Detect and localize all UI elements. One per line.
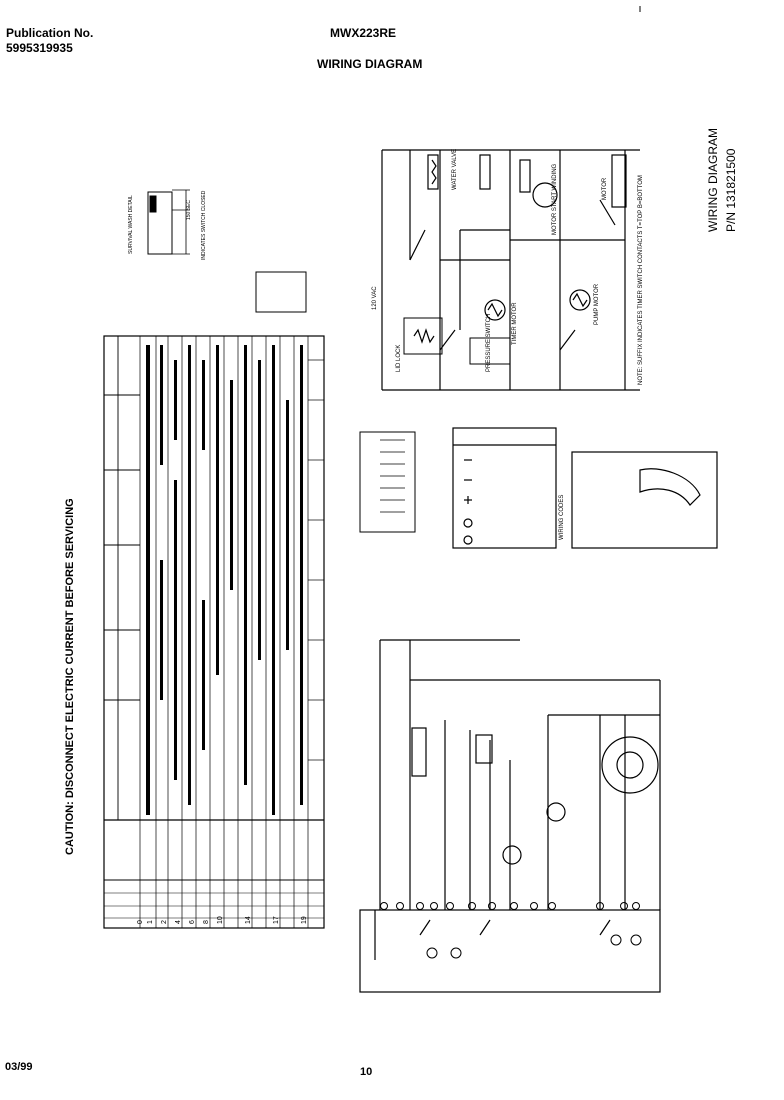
timer-sequence-chart <box>103 335 325 929</box>
svg-text:19: 19 <box>301 916 308 924</box>
svg-text:1: 1 <box>147 920 154 924</box>
survival-wash-detail <box>147 189 190 255</box>
svg-text:150 SEC: 150 SEC <box>186 200 192 220</box>
svg-text:TIMER MOTOR: TIMER MOTOR <box>512 302 518 345</box>
footer-date: 03/99 <box>5 1061 33 1073</box>
svg-text:INDICATES SWITCH CLOSED: INDICATES SWITCH CLOSED <box>201 190 207 260</box>
svg-text:MOTOR START WINDING: MOTOR START WINDING <box>552 163 558 235</box>
lower-schematic <box>359 639 661 993</box>
model-number: MWX223RE <box>330 26 397 40</box>
legend-box <box>255 271 307 313</box>
svg-text:14: 14 <box>245 916 252 924</box>
svg-text:2: 2 <box>161 920 168 924</box>
wiring-codes-box <box>452 427 557 549</box>
page-title: WIRING DIAGRAM <box>317 57 423 71</box>
publication-number: 5995319935 <box>6 41 73 55</box>
svg-text:NOTE: SUFFIX INDICATES TIMER S: NOTE: SUFFIX INDICATES TIMER SWITCH CONT… <box>638 175 644 385</box>
svg-text:120 VAC: 120 VAC <box>372 286 378 310</box>
brace-detail-box <box>571 451 718 549</box>
svg-text:0: 0 <box>137 920 144 924</box>
svg-text:PRESSURE SWITCH: PRESSURE SWITCH <box>486 314 492 372</box>
svg-text:4: 4 <box>175 920 182 924</box>
svg-text:8: 8 <box>203 920 210 924</box>
svg-text:6: 6 <box>189 920 196 924</box>
publication-label: Publication No. <box>6 26 94 40</box>
terminal-dots <box>380 902 642 959</box>
svg-text:MOTOR: MOTOR <box>602 177 608 200</box>
svg-text:17: 17 <box>273 916 280 924</box>
svg-text:LID LOCK: LID LOCK <box>396 345 402 372</box>
connector-block <box>359 431 416 533</box>
page-number: 10 <box>360 1066 373 1078</box>
svg-text:10: 10 <box>217 916 224 924</box>
svg-text:WIRING CODES: WIRING CODES <box>559 495 565 540</box>
svg-text:WATER VALVE: WATER VALVE <box>452 149 458 190</box>
svg-text:PUMP MOTOR: PUMP MOTOR <box>594 283 600 325</box>
timer-chart-row-numbers: 0 1 2 4 6 8 10 14 17 19 <box>137 916 308 924</box>
main-schematic <box>381 149 640 391</box>
svg-text:SURVIVAL WASH DETAIL: SURVIVAL WASH DETAIL <box>128 195 134 254</box>
